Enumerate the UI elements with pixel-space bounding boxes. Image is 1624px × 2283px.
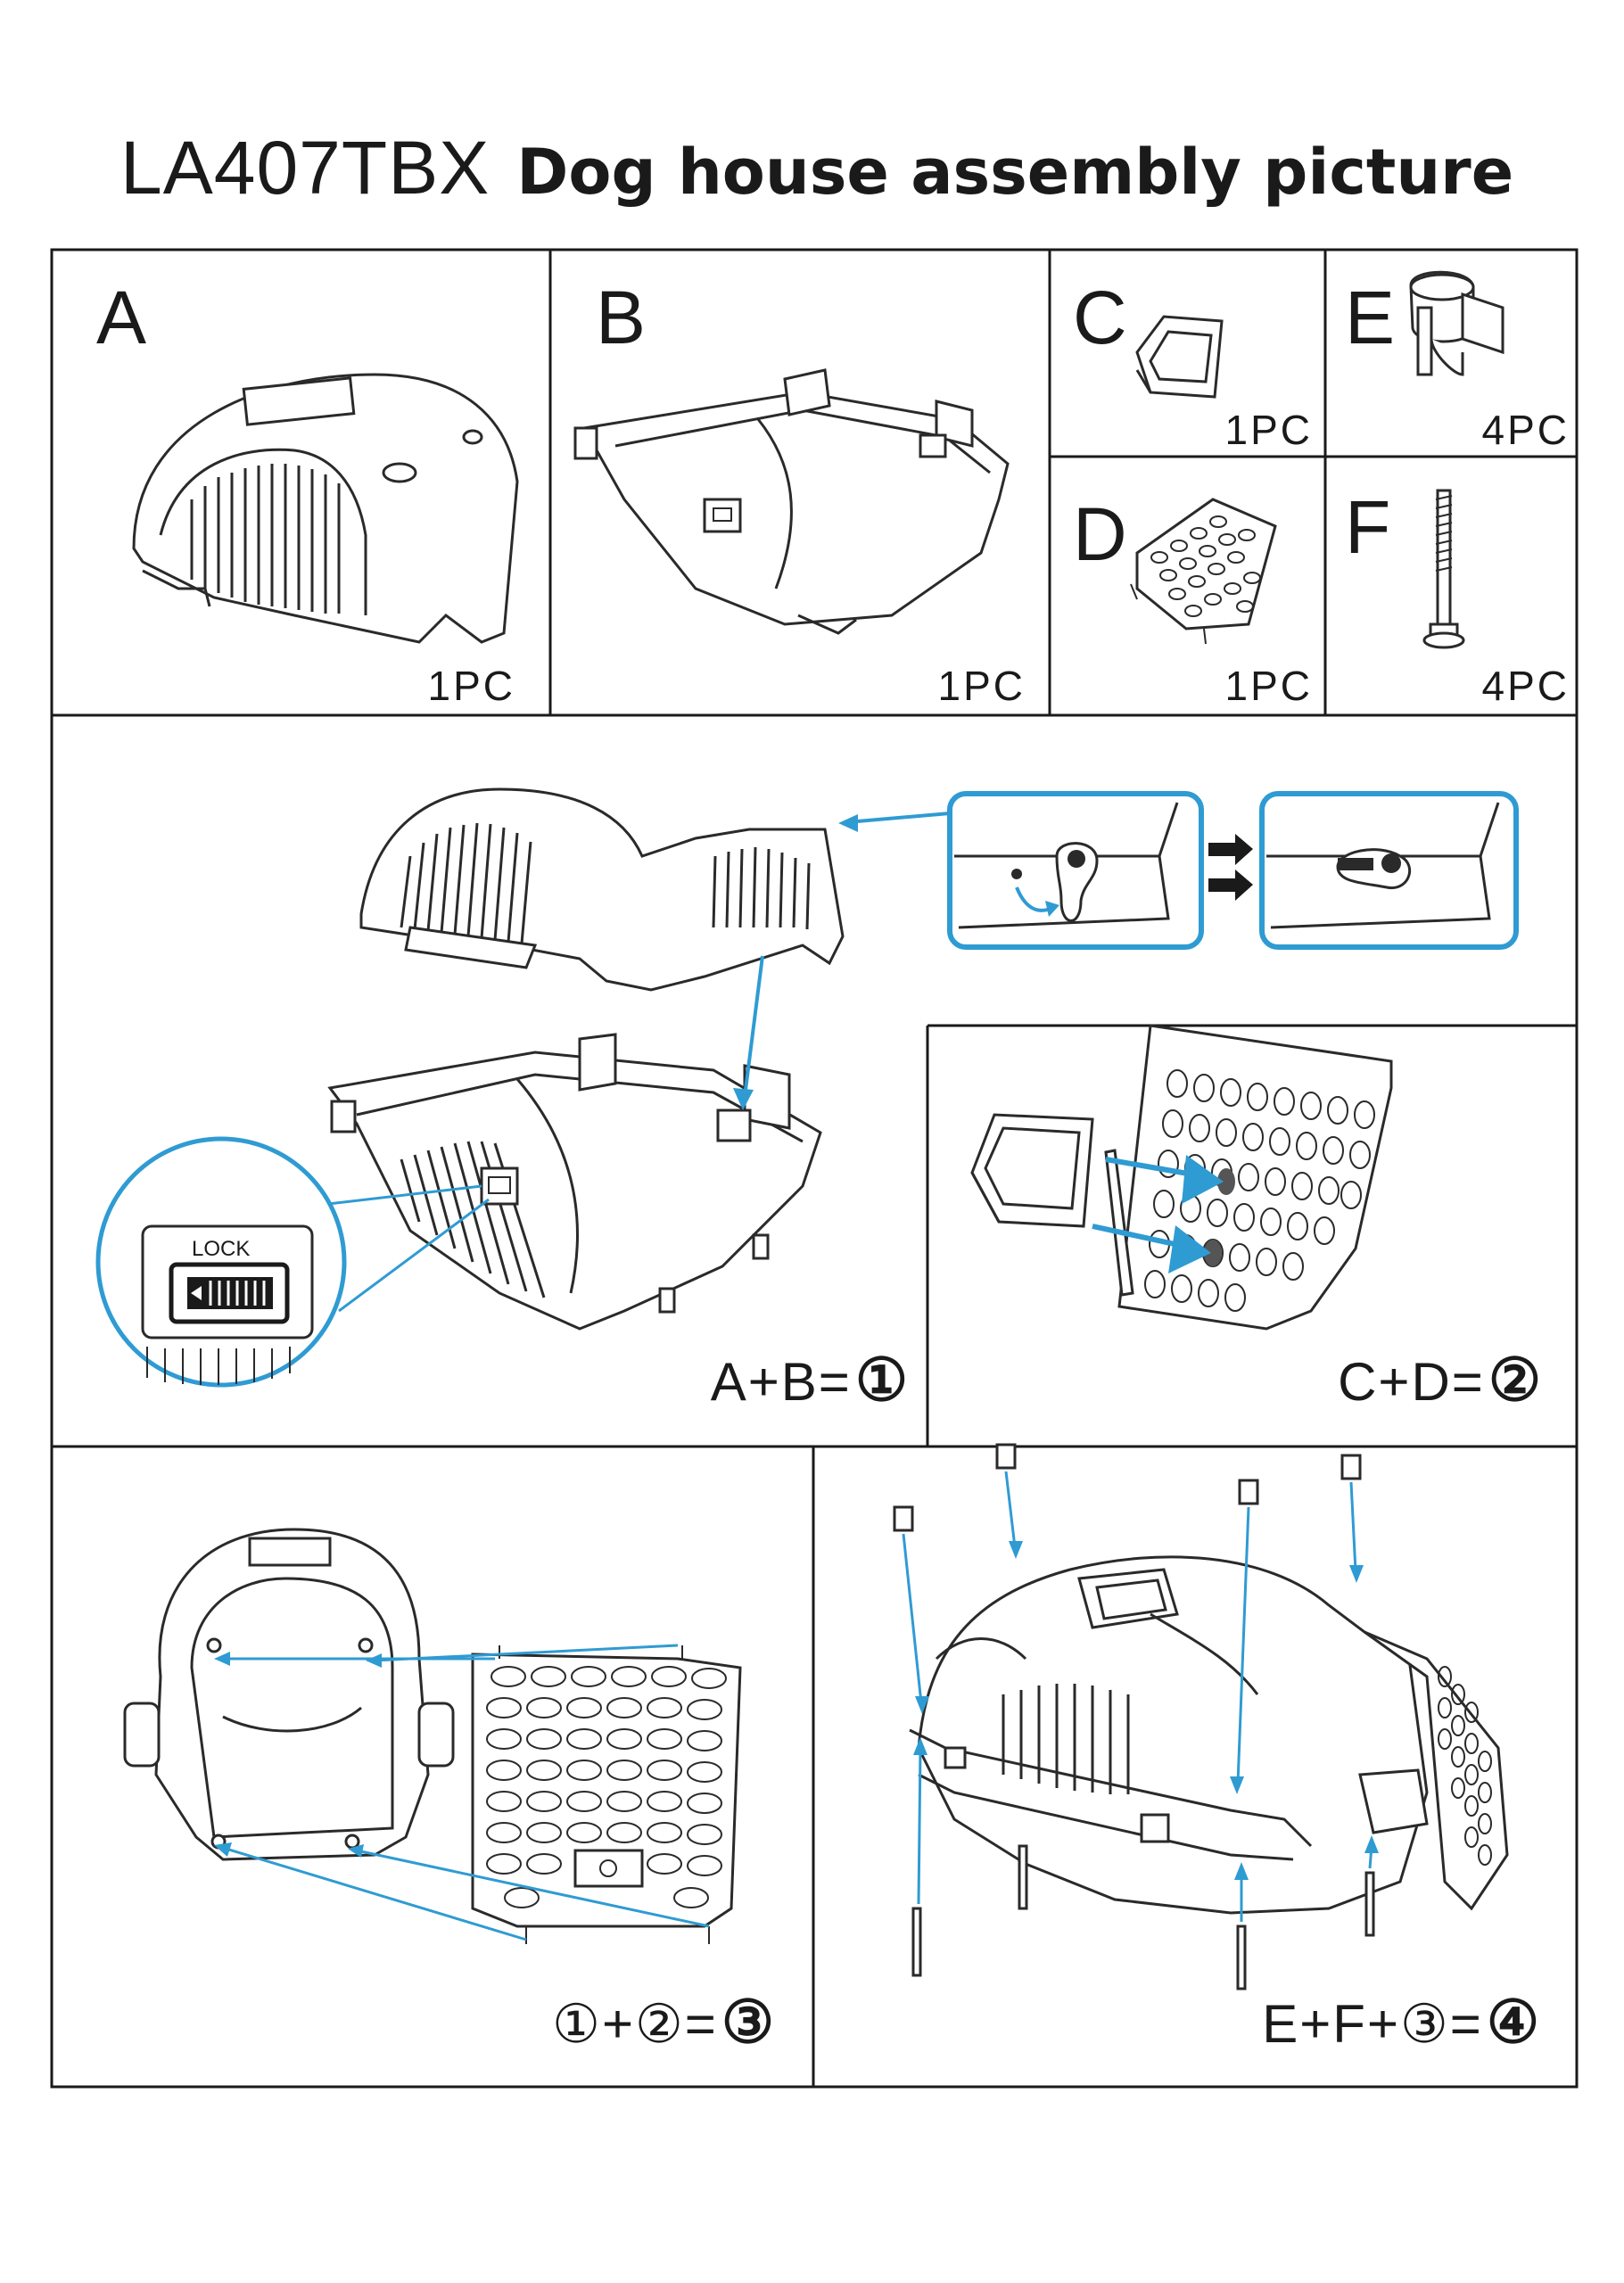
part-b-bottom-base [573,368,1010,635]
grid-frame [50,248,1579,2089]
part-c-qty: 1PC [1225,407,1313,453]
part-e-label: E [1345,276,1395,359]
part-f-screw [1422,489,1465,649]
screw-icons [911,1844,1375,1990]
part-f-qty: 4PC [1482,663,1570,709]
step-4-illustration [893,1443,1509,1990]
step-4-formula-text: E+F+③= [1262,1994,1483,2054]
step-1-formula: A+B=① [711,1347,910,1413]
lock-label: LOCK [192,1237,250,1261]
part-c-bowl [1135,315,1224,399]
part-d-door [1130,498,1277,645]
step-1-result: ① [855,1347,910,1413]
part-a-qty: 1PC [428,663,515,709]
step-2-formula-text: C+D= [1338,1352,1485,1412]
part-c-label: C [1073,276,1127,359]
step-2-formula: C+D=② [1338,1347,1543,1413]
part-b-label: B [596,276,646,359]
part-b-qty: 1PC [938,663,1026,709]
title-description: Dog house assembly picture [516,136,1514,209]
step-1-formula-text: A+B= [711,1352,852,1412]
step-4-result: ④ [1487,1989,1541,2055]
step-3-result: ③ [721,1989,776,2055]
part-e-clip [1409,270,1504,376]
page-title: LA407TBX Dog house assembly picture [120,125,1513,223]
part-a-label: A [96,276,146,359]
part-d-qty: 1PC [1225,663,1313,709]
step-3-formula-text: ①+②= [552,1994,718,2054]
part-f-label: F [1345,485,1390,569]
part-a-top-shell [132,373,519,644]
part-d-label: D [1073,492,1127,576]
step-2-illustration [970,1024,1393,1331]
step-2-result: ② [1488,1347,1543,1413]
step-1-illustration: LOCK [95,787,1519,1388]
step-4-formula: E+F+③=④ [1262,1989,1541,2055]
clip-icons [893,1443,1362,1532]
step-3-formula: ①+②=③ [552,1989,776,2055]
step-3-illustration [123,1528,742,1944]
model-number: LA407TBX [120,126,490,210]
part-e-qty: 4PC [1482,407,1570,453]
